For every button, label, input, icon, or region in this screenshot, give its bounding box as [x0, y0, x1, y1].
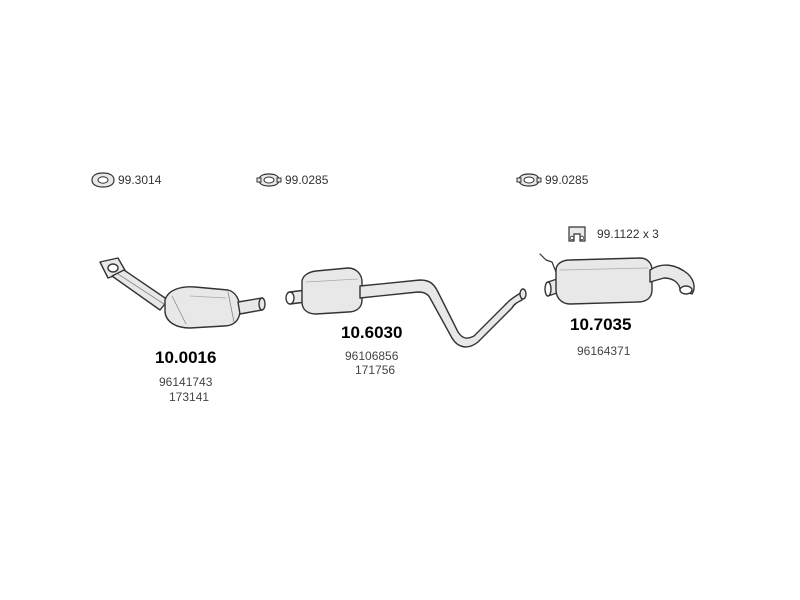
catalytic-converter-drawing — [99, 257, 266, 329]
accessory-label: 99.1122 x 3 — [597, 227, 659, 241]
part-reference: 96141743 — [159, 375, 213, 389]
part-reference: 96164371 — [577, 344, 631, 358]
accessory-label: 99.0285 — [545, 173, 589, 187]
accessory-label: 99.3014 — [118, 173, 162, 187]
middle-silencer-drawing — [285, 267, 527, 348]
part-reference: 171756 — [355, 363, 396, 377]
part-reference: 96106856 — [345, 349, 399, 363]
accessory-label: 99.0285 — [285, 173, 329, 187]
rear-silencer-drawing — [539, 253, 695, 305]
part-code: 10.7035 — [570, 315, 632, 334]
pipe-clamp-icon — [516, 173, 542, 187]
gasket-ring-icon — [91, 172, 115, 188]
part-reference: 173141 — [169, 390, 210, 404]
pipe-clamp-icon — [256, 173, 282, 187]
part-code: 10.6030 — [341, 323, 403, 342]
rubber-hanger-icon — [568, 226, 586, 242]
part-code: 10.0016 — [155, 348, 217, 367]
